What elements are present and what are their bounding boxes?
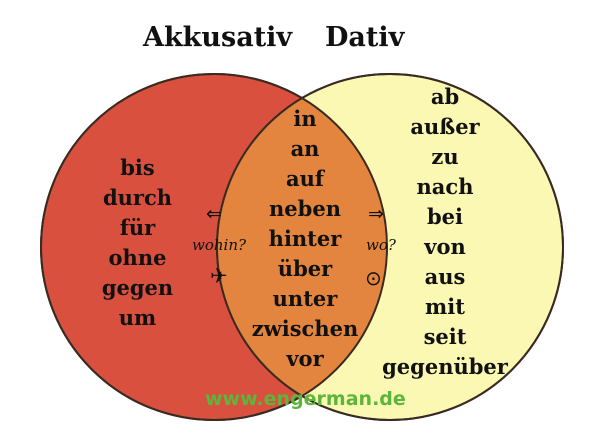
dativ-preposition: aus [424, 264, 466, 289]
arrow-right-icon: ⇒ [368, 203, 384, 225]
akkusativ-preposition: um [118, 305, 157, 330]
arrow-left-icon: ⇐ [206, 203, 222, 225]
akkusativ-prepositions: bis durch für ohne gegen um [90, 153, 185, 333]
akkusativ-preposition: für [119, 215, 156, 240]
dativ-preposition: seit [423, 324, 467, 349]
shared-preposition: zwischen [251, 316, 359, 341]
airplane-icon: ✈ [210, 264, 228, 288]
shared-preposition: hinter [268, 226, 342, 251]
dativ-preposition: nach [416, 174, 474, 199]
title-akkusativ: Akkusativ [143, 22, 293, 53]
dativ-prepositions: ab außer zu nach bei von aus mit seit gegenüber [370, 82, 520, 382]
akkusativ-preposition: durch [102, 185, 173, 210]
question-wohin: wohin? [192, 236, 247, 254]
footer-url: www.engerman.de [205, 388, 406, 410]
overlap-region [217, 74, 387, 420]
akkusativ-preposition: ohne [108, 245, 167, 270]
location-dot-icon: ⊙ [365, 266, 382, 290]
shared-preposition: auf [286, 166, 324, 191]
shared-preposition: an [290, 136, 320, 161]
dativ-preposition: zu [431, 144, 459, 169]
akkusativ-preposition: gegen [101, 275, 174, 300]
shared-prepositions: in an auf neben hinter über unter zwischen vor [235, 104, 375, 374]
dativ-preposition: gegenüber [382, 354, 508, 379]
dativ-preposition: mit [425, 294, 465, 319]
title-dativ: Dativ [325, 22, 405, 53]
shared-preposition: in [293, 106, 317, 131]
dativ-preposition: bei [426, 204, 464, 229]
dativ-preposition: ab [430, 84, 460, 109]
question-wo: wo? [366, 236, 396, 254]
akkusativ-preposition: bis [120, 155, 155, 180]
shared-preposition: über [277, 256, 333, 281]
shared-preposition: unter [272, 286, 338, 311]
dativ-preposition: außer [410, 114, 480, 139]
shared-preposition: neben [269, 196, 341, 221]
shared-preposition: vor [286, 346, 324, 371]
dativ-preposition: von [424, 234, 466, 259]
